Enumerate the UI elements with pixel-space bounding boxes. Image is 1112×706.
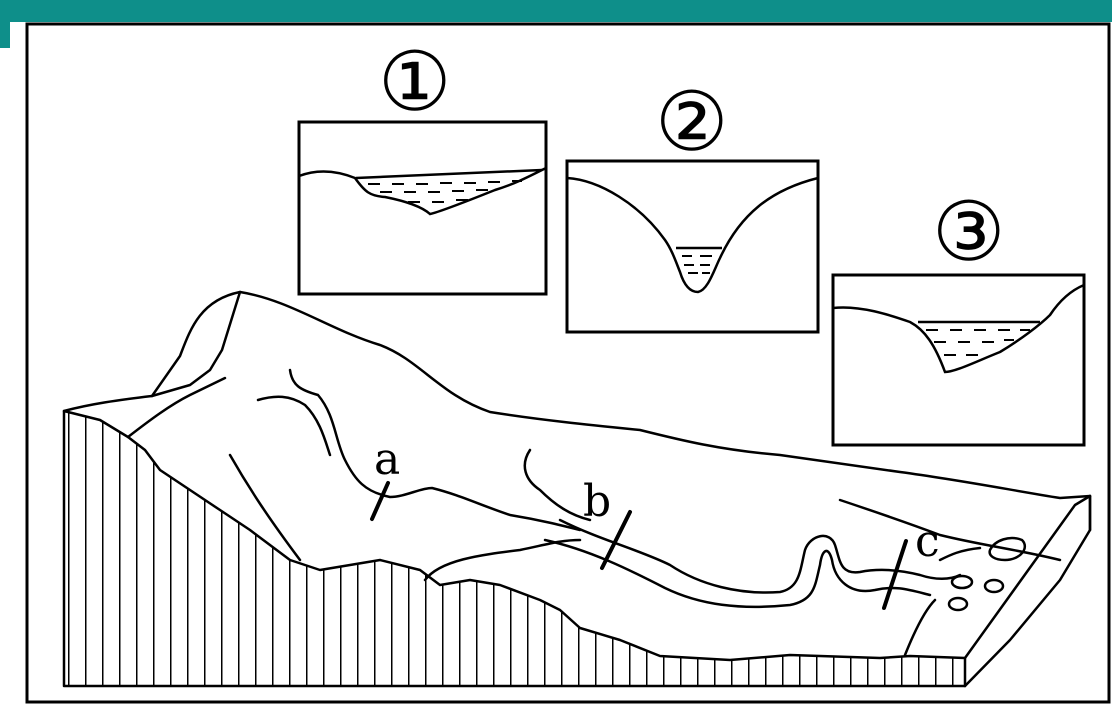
terrain-floodplain-left: [425, 540, 580, 580]
section-2-label: ②: [655, 75, 729, 170]
terrain-front-face: [64, 411, 965, 686]
cross-section-1: [299, 122, 546, 294]
section-marker-a: [372, 483, 388, 519]
terrain-ridge-inner: [152, 292, 240, 396]
label-b: b: [583, 476, 611, 527]
section-1-label: ①: [378, 35, 452, 130]
tributary-b: [525, 450, 590, 520]
terrain-right-edge: [965, 496, 1090, 686]
label-c: c: [915, 516, 940, 567]
tributary-a-branch: [258, 397, 330, 455]
cross-section-2: [567, 161, 818, 332]
river-lake-shore: [940, 548, 980, 560]
island-2: [952, 576, 972, 588]
section-marker-c: [884, 541, 906, 608]
terrain-top-right: [965, 496, 1090, 658]
section-3-label: ③: [932, 185, 1006, 280]
island-4: [949, 598, 967, 610]
cross-section-3: [833, 275, 1084, 445]
terrain-floodplain-bottom: [905, 600, 935, 655]
island-3: [985, 580, 1003, 592]
river-bank-south: [545, 540, 930, 607]
terrain-floodplain-edge: [840, 500, 1060, 560]
label-a: a: [374, 434, 400, 485]
terrain-left-slope: [128, 378, 225, 437]
tributary-a: [290, 370, 580, 530]
